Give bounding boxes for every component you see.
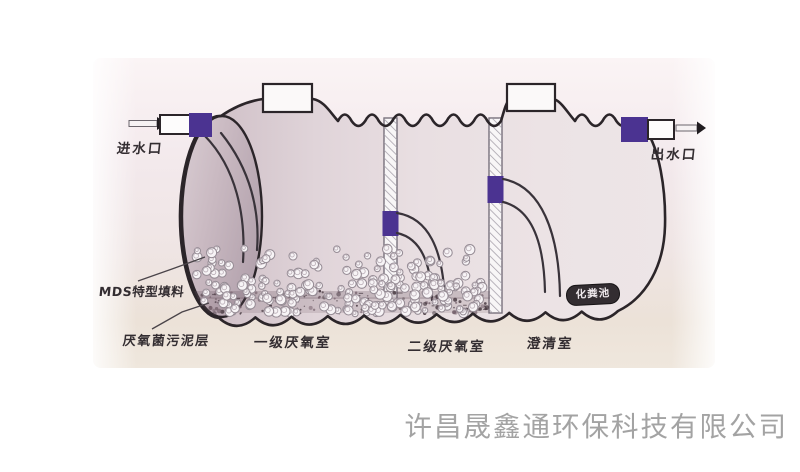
outlet-flow-arrow-icon [697, 121, 706, 135]
outlet-label: 出水口 [649, 147, 699, 163]
manhole-right [505, 82, 557, 113]
inlet-label: 进水口 [115, 141, 165, 157]
clarifier-label: 澄清室 [525, 336, 575, 352]
inlet-fitting [189, 113, 212, 137]
tank-outline [178, 97, 667, 328]
filler-media-bubbles [191, 243, 488, 319]
outlet-fitting [621, 117, 648, 142]
outlet-pipe-assembly [621, 117, 706, 142]
primary-chamber-label: 一级厌氧室 [252, 335, 333, 351]
first-baffle-fitting [382, 211, 399, 236]
filler-label: MDS特型填料 [98, 284, 186, 299]
sludge-layer-label: 厌氧菌污泥层 [122, 334, 211, 349]
secondary-chamber-label: 二级厌氧室 [406, 339, 487, 355]
second-baffle-fitting [487, 176, 504, 203]
second-baffle [487, 117, 562, 314]
tank-type-badge: 化粪池 [565, 282, 621, 307]
company-watermark: 许昌晟鑫通环保科技有限公司 [404, 411, 788, 443]
manhole-left [261, 82, 314, 114]
filler-leader-line [137, 256, 206, 282]
inlet-pipe-assembly [128, 113, 212, 137]
sludge-leader-line [151, 302, 210, 330]
